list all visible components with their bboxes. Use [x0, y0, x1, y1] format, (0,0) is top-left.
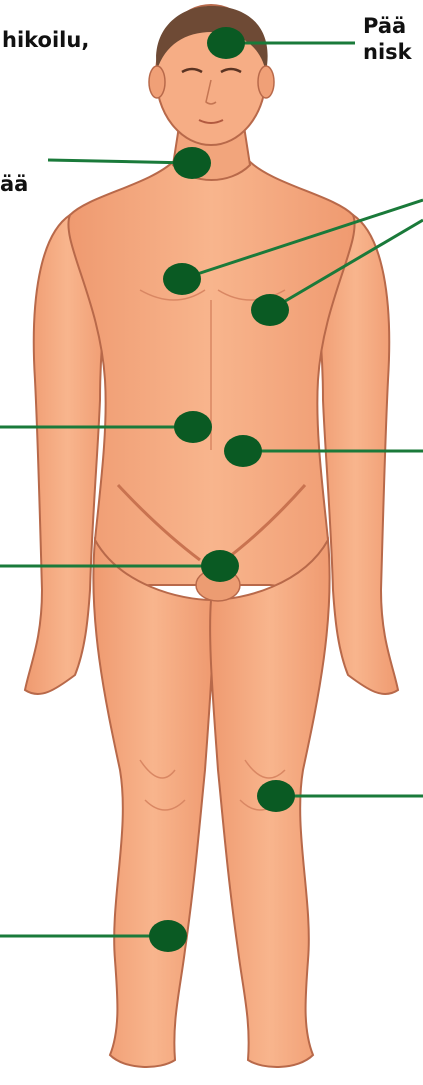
left-ear — [149, 66, 165, 98]
marker-groin — [201, 550, 239, 582]
marker-stomach — [174, 411, 212, 443]
marker-knee — [257, 780, 295, 812]
left-leg — [93, 540, 213, 1067]
callout-line-neck — [48, 160, 192, 163]
marker-neck — [173, 147, 211, 179]
marker-head — [207, 27, 245, 59]
right-ear — [258, 66, 274, 98]
marker-chest-right — [251, 294, 289, 326]
label-neck-left: ää — [0, 172, 28, 196]
label-top-left: hikoilu, — [2, 28, 89, 52]
marker-chest-left — [163, 263, 201, 295]
label-top-right-1: Pää — [363, 14, 406, 38]
label-top-right-2: nisk — [363, 40, 412, 64]
marker-abdomen — [224, 435, 262, 467]
marker-shin — [149, 920, 187, 952]
